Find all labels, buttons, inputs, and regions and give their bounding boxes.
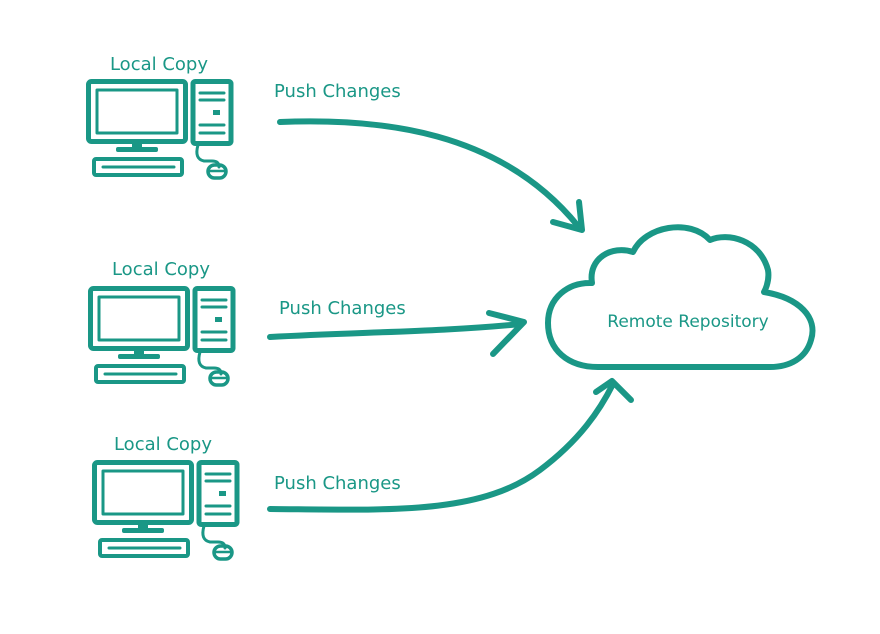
- arrowhead-icon: [593, 378, 634, 403]
- arrow-line: [267, 381, 616, 513]
- local-copy-node-1: Local Copy: [89, 54, 232, 178]
- push-arrow-2: Push Changes: [267, 298, 527, 357]
- arrow-line: [267, 321, 524, 340]
- push-changes-label: Push Changes: [279, 298, 406, 319]
- arrow-line: [277, 118, 581, 229]
- local-copy-label: Local Copy: [112, 259, 210, 280]
- remote-repository-label: Remote Repository: [607, 312, 768, 332]
- remote-repository-node: Remote Repository: [545, 224, 816, 370]
- local-copy-label: Local Copy: [110, 54, 208, 75]
- push-arrow-3: Push Changes: [267, 378, 634, 513]
- desktop-computer-icon: [89, 82, 232, 179]
- push-changes-label: Push Changes: [274, 473, 401, 494]
- cloud-icon: [545, 224, 816, 370]
- local-copy-node-3: Local Copy: [95, 434, 238, 559]
- desktop-computer-icon: [95, 463, 238, 560]
- arrowhead-icon: [486, 310, 527, 357]
- push-arrow-1: Push Changes: [274, 81, 585, 233]
- local-copy-node-2: Local Copy: [91, 259, 234, 385]
- local-copy-label: Local Copy: [114, 434, 212, 455]
- push-changes-label: Push Changes: [274, 81, 401, 102]
- desktop-computer-icon: [91, 289, 234, 386]
- arrowhead-icon: [550, 199, 585, 233]
